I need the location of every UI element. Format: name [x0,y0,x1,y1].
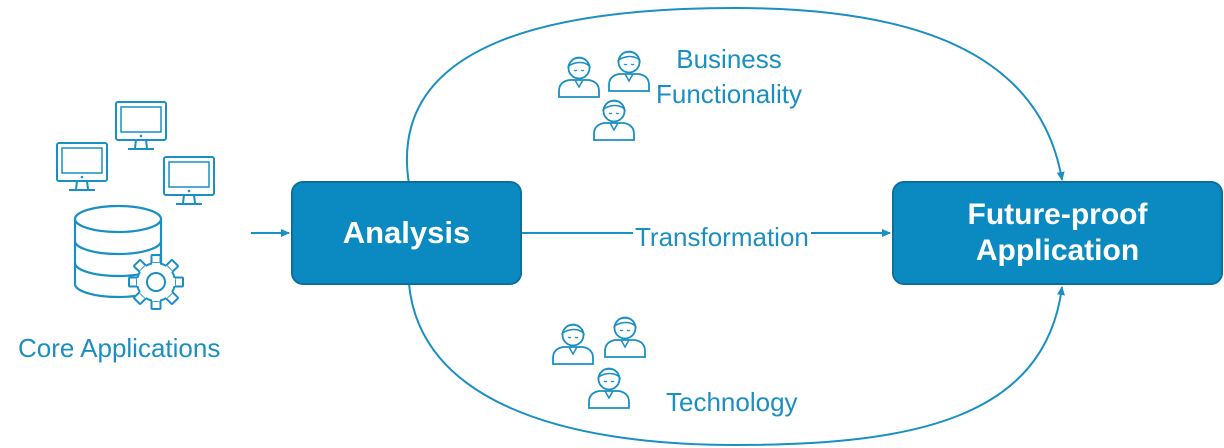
analysis-label: Analysis [342,215,471,250]
lower-flow-arc [408,283,1065,447]
person-icon [604,316,646,358]
core-applications-label: Core Applications [18,333,221,363]
upper-flow-arc [406,6,1065,185]
technology-people-icon-group [552,316,646,409]
computer-monitor-icon [115,101,167,150]
gear-icon [128,254,184,310]
technology-label: Technology [666,387,798,417]
person-icon [588,367,630,409]
business-label-line1: Business [676,44,782,74]
core-applications-icon-group [56,101,215,310]
analysis-box: Analysis [291,181,522,285]
person-icon [552,323,594,365]
transformation-label: Transformation [633,222,811,253]
person-icon [558,56,600,98]
future-proof-label-line1: Future-proof [967,198,1148,231]
computer-monitor-icon [56,142,108,191]
computer-monitor-icon [163,156,215,205]
person-icon [608,50,650,92]
future-proof-label-line2: Application [975,234,1140,267]
future-proof-application-box: Future-proof Application [892,181,1223,285]
business-people-icon-group [558,50,650,141]
business-functionality-label: Business Functionality [656,42,802,112]
business-label-line2: Functionality [656,79,802,109]
person-icon [593,99,635,141]
